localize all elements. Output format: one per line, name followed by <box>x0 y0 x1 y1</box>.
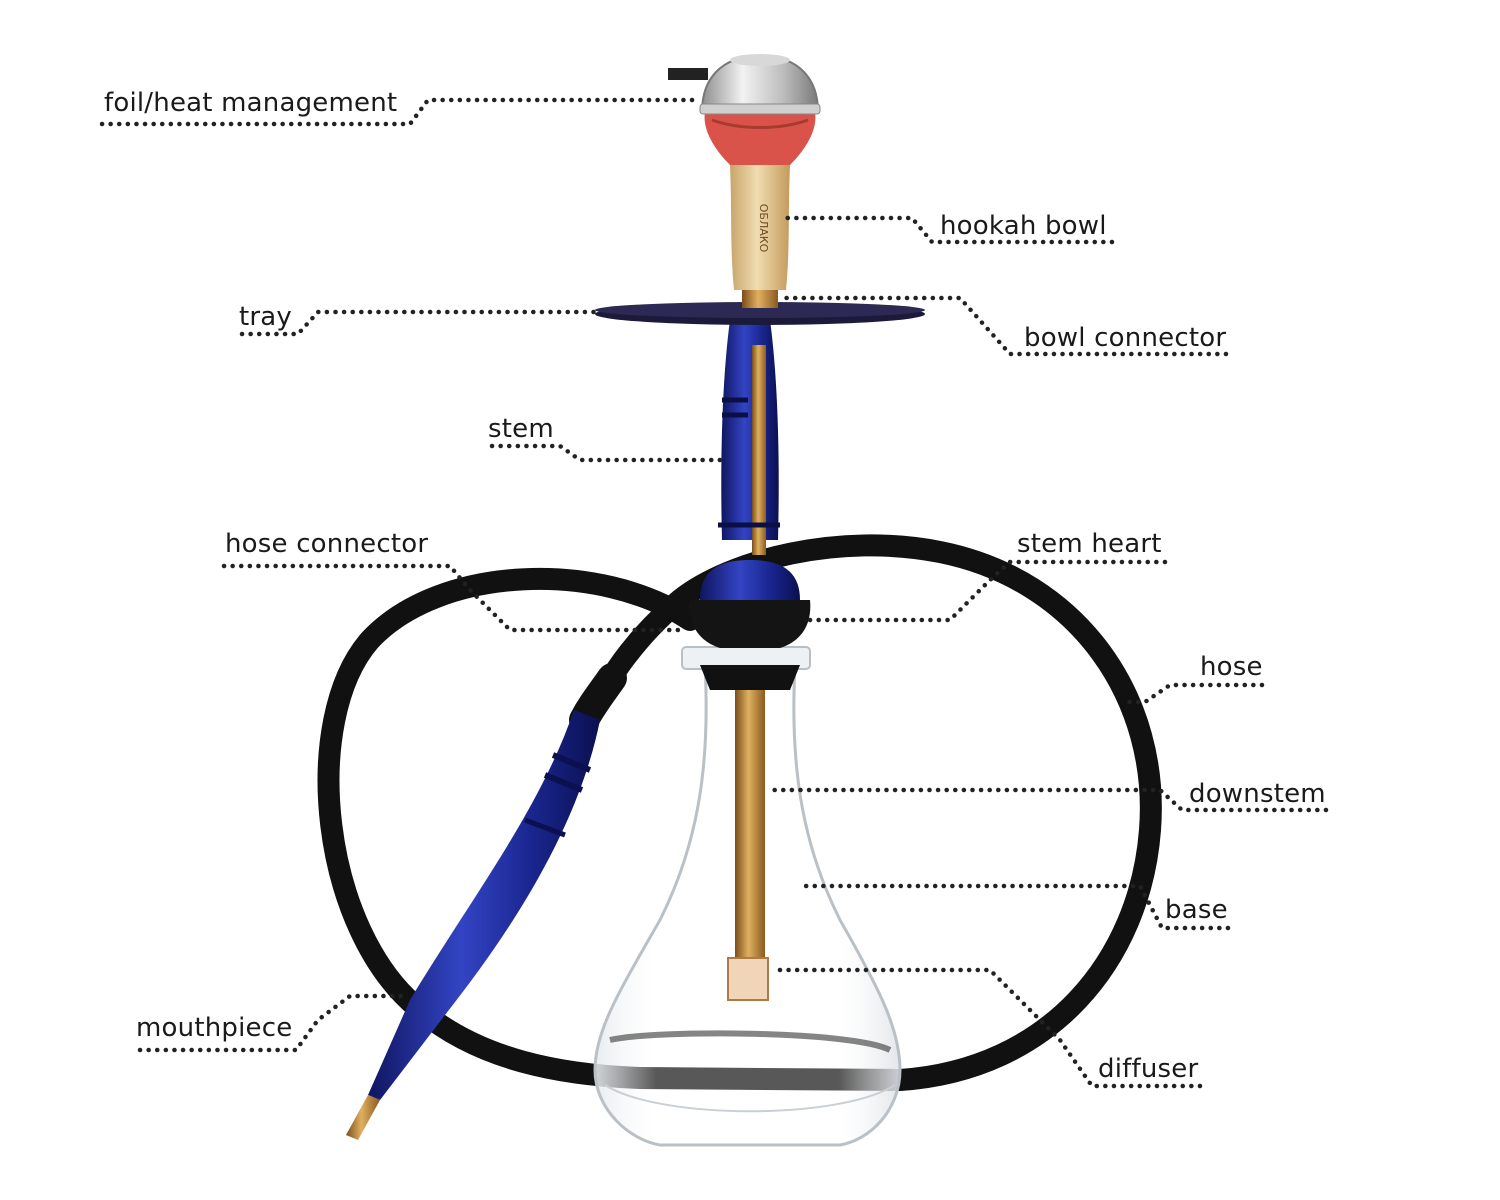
leader-bowl <box>777 215 1115 245</box>
svg-text:ОБЛАКО: ОБЛАКО <box>757 204 770 253</box>
leader-hose <box>1122 682 1265 705</box>
bowl-part: ОБЛАКО <box>704 112 816 308</box>
label-hookah-bowl: hookah bowl <box>940 211 1107 241</box>
tray-part <box>595 302 925 325</box>
label-mouthpiece: mouthpiece <box>136 1013 293 1043</box>
leader-base <box>802 883 1231 931</box>
leader-downstem <box>767 787 1329 813</box>
label-stem-heart: stem heart <box>1017 529 1162 559</box>
leader-mouthpiece <box>137 993 408 1053</box>
label-downstem: downstem <box>1189 779 1326 809</box>
label-bowl-connector: bowl connector <box>1024 323 1227 353</box>
mouthpiece-part <box>346 710 600 1140</box>
leader-tray <box>239 309 598 337</box>
label-hose: hose <box>1200 652 1263 682</box>
leader-diffuser <box>772 967 1203 1089</box>
leader-stem-heart <box>807 559 1168 623</box>
label-base: base <box>1165 895 1228 925</box>
downstem-part <box>727 690 769 1001</box>
heat-management-part <box>668 54 821 115</box>
leader-stem <box>489 443 725 463</box>
stem-heart-part <box>689 560 811 690</box>
label-foil-heat-management: foil/heat management <box>104 88 398 118</box>
leader-foil <box>99 97 703 127</box>
leader-lines <box>99 97 1329 1089</box>
leader-hose-connector <box>221 563 683 633</box>
label-diffuser: diffuser <box>1098 1054 1199 1084</box>
label-stem: stem <box>488 414 554 444</box>
label-tray: tray <box>239 302 293 332</box>
label-hose-connector: hose connector <box>225 529 429 559</box>
stem-part <box>718 320 780 555</box>
